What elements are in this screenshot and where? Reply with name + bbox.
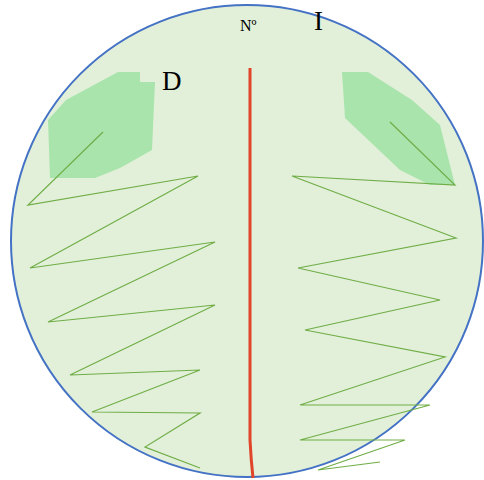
- streak-left: [28, 132, 215, 468]
- divider-line: [250, 68, 253, 478]
- streak-right: [292, 122, 456, 470]
- side-label: I: [314, 8, 323, 35]
- side-label: D: [162, 68, 182, 95]
- dish-outline: [11, 5, 483, 477]
- inoculum-left: [48, 72, 155, 178]
- plate-number-label: Nº: [240, 18, 257, 34]
